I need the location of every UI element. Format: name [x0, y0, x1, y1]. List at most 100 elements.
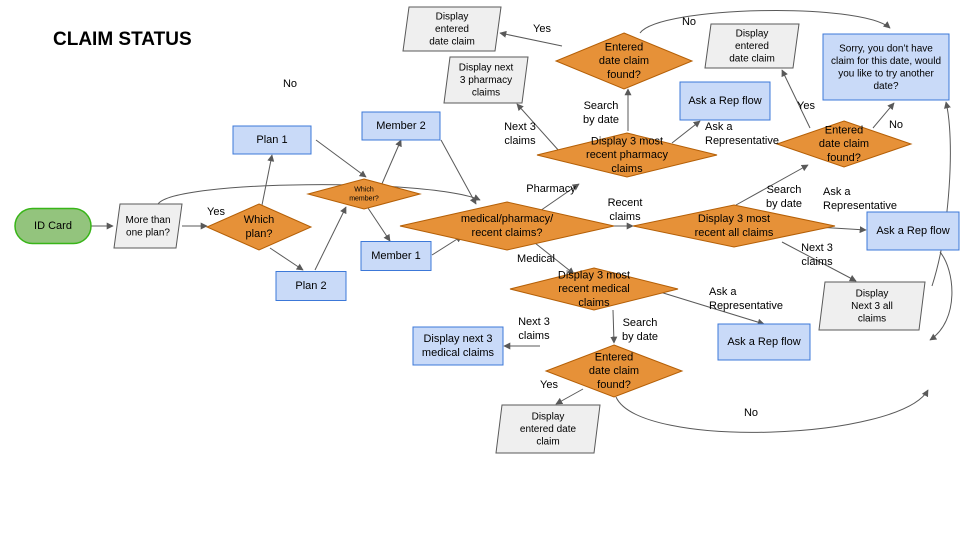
member-1-box: Member 1 — [360, 241, 432, 271]
page-title: CLAIM STATUS — [53, 29, 192, 50]
recent-date-display-box-shape — [704, 23, 800, 69]
member-1-box-shape — [360, 241, 432, 271]
edge-pharmacy-to-rep — [671, 120, 701, 144]
member-2-box-shape — [361, 111, 441, 141]
member-1-box-label: Member 1 — [371, 250, 421, 262]
edge-pharmacy-to-next3 — [516, 103, 561, 153]
label-medical: Medical — [517, 253, 555, 265]
recent-date-found-decision-shape — [775, 120, 913, 168]
which-plan-decision-shape — [205, 203, 313, 251]
label-pharmacy: Pharmacy — [526, 183, 576, 195]
medical-recent-3-decision-shape — [509, 267, 679, 311]
pharmacy-recent-3-decision-shape — [536, 132, 718, 178]
edge-member2-to-claim-type — [440, 139, 477, 205]
edge-which-member-to-member1 — [367, 207, 391, 242]
medical-date-found-decision-shape — [544, 344, 684, 398]
recent-ask-rep-box: Ask a Rep flow — [866, 211, 960, 251]
pharmacy-date-found-decision-shape — [554, 32, 694, 90]
edge-plan2-to-which-member — [314, 206, 347, 271]
medical-date-display-box-shape — [495, 404, 601, 454]
edge-loop-side — [929, 251, 953, 341]
label-medical-no: No — [744, 407, 758, 419]
edge-claim-type-to-medical — [534, 242, 575, 275]
label-yes-plan: Yes — [207, 206, 225, 218]
edge-which-plan-to-plan2 — [269, 247, 304, 271]
edge-recent-next-no — [931, 101, 951, 287]
medical-ask-rep-box-shape — [717, 323, 811, 361]
label-no-plan: No — [283, 78, 297, 90]
medical-next-3-box-shape — [412, 326, 504, 366]
claim-type-decision-shape — [399, 201, 615, 251]
edge-plan1-to-which-member — [315, 139, 367, 178]
member-2-box-label: Member 2 — [376, 120, 426, 132]
recent-ask-rep-box-label: Ask a Rep flow — [876, 225, 949, 237]
sorry-no-claim-box-shape — [822, 33, 950, 101]
claim-type-decision: medical/pharmacy/recent claims? — [399, 201, 615, 251]
id-card-start-shape — [14, 207, 92, 245]
recent-ask-rep-box-shape — [866, 211, 960, 251]
label-pharmacy-yes: Yes — [533, 23, 551, 35]
edge-which-plan-to-plan1 — [261, 154, 275, 206]
id-card-start: ID Card — [14, 207, 92, 245]
edge-one-plan-to-claim-type — [157, 184, 481, 205]
id-card-start-label: ID Card — [34, 220, 72, 232]
claim-type-decision-label: medical/pharmacy/recent claims? — [461, 213, 554, 239]
pharmacy-ask-rep-box-shape — [679, 81, 771, 121]
medical-ask-rep-box-label: Ask a Rep flow — [727, 336, 800, 348]
plan-1-box-shape — [232, 125, 312, 155]
plan-2-box: Plan 2 — [275, 271, 347, 301]
edge-which-member-to-member2 — [380, 139, 402, 187]
edge-recent-to-next3 — [781, 241, 857, 282]
label-pharmacy-no: No — [682, 16, 696, 28]
label-recent-no: No — [889, 119, 903, 131]
edge-medical-to-rep — [659, 291, 765, 326]
member-2-box: Member 2 — [361, 111, 441, 141]
recent-all-3-decision-shape — [632, 204, 836, 248]
edge-pharmacy-date-no — [639, 9, 891, 34]
edge-recent-date-no — [872, 102, 895, 129]
edge-pharmacy-date-yes — [499, 30, 563, 47]
more-than-one-plan-box-shape — [113, 203, 183, 249]
edge-recent-to-date-found — [735, 164, 809, 206]
pharmacy-ask-rep-box: Ask a Rep flow — [679, 81, 771, 121]
plan-2-box-shape — [275, 271, 347, 301]
plan-1-box-label: Plan 1 — [256, 134, 287, 146]
plan-1-box: Plan 1 — [232, 125, 312, 155]
